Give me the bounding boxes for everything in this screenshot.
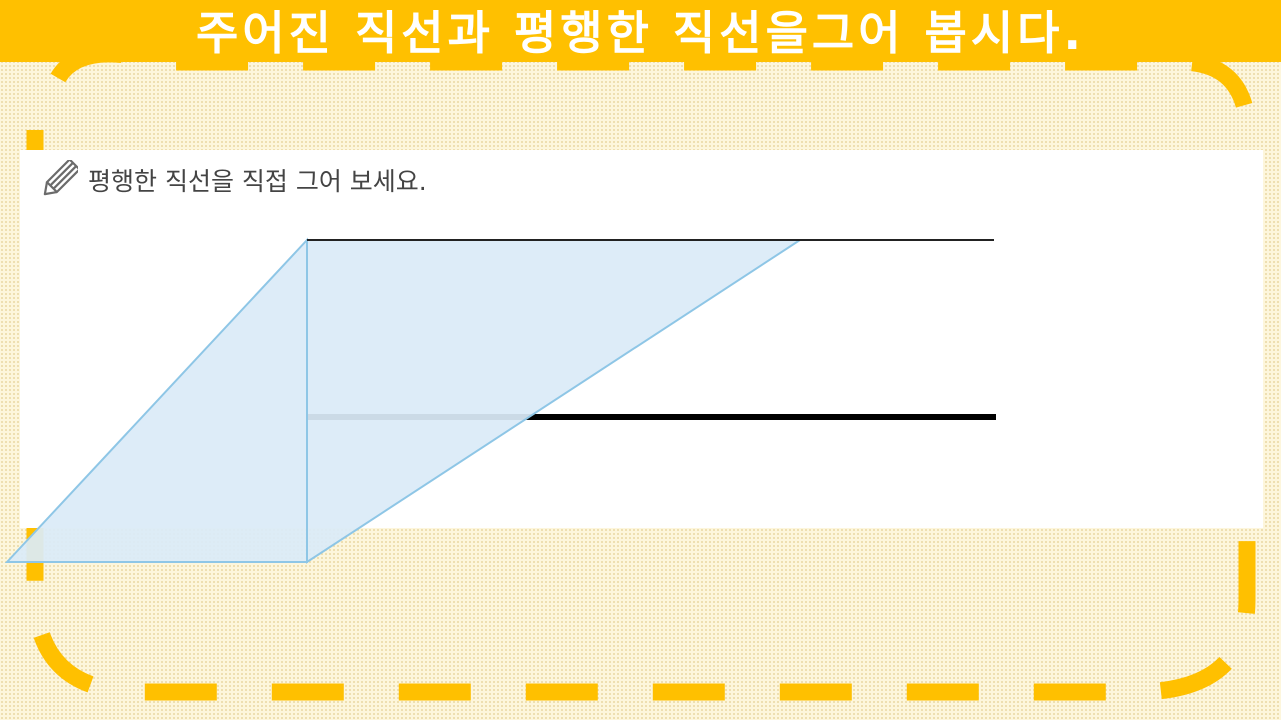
left-set-square[interactable] (4, 237, 308, 563)
page-title: 주어진 직선과 평행한 직선을그어 봅시다. (196, 6, 1085, 60)
right-set-square[interactable] (306, 239, 804, 564)
pencil-icon (43, 160, 78, 196)
title-bar (0, 0, 1281, 62)
instruction: 평행한 직선을 직접 그어 보세요. (40, 160, 427, 200)
instruction-text: 평행한 직선을 직접 그어 보세요. (88, 167, 427, 196)
